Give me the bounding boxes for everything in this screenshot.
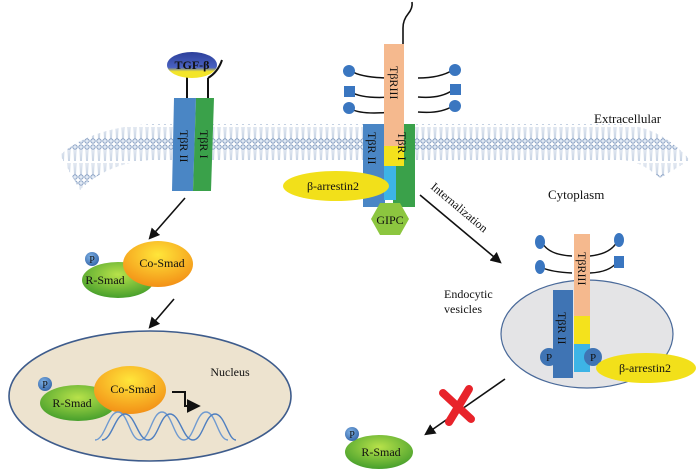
blocked-phosphate-group [345,427,359,441]
vesicle-glycan-square [614,256,624,268]
vesicle-cyan-segment [574,344,590,372]
tbr3-cyan-segment [384,166,396,200]
tbr3-receptor [384,44,404,146]
glycan-circle [343,102,355,114]
blocked-phosphate-label: P [349,430,355,441]
vesicle-phosphate-left [540,348,558,366]
tgf-beta-ligand [167,52,217,78]
nuclear-co-smad-label: Co-Smad [110,382,155,396]
r-smad-label: R-Smad [85,273,124,287]
nuclear-r-smad-label: R-Smad [52,396,91,410]
vesicle-beta-arrestin2 [596,353,696,383]
phosphate-label: P [89,255,95,266]
extracellular-label: Extracellular [594,111,662,126]
nuclear-translocation-arrow [148,298,175,329]
vesicle-tbr2-label: TβR II [555,312,569,344]
tgf-beta-receptor-complex: TGF-β TβR II TβR I [167,52,223,191]
gipc-label: GIPC [376,213,403,227]
vesicle-tbr3 [574,234,590,336]
vesicle-phosphate-right-label: P [590,352,596,364]
tbr3-extracellular-tail [402,1,413,40]
beta-arrestin2-label: β-arrestin2 [307,179,359,193]
blocked-r-smad [345,435,413,469]
transcription-start-arrow [172,391,201,413]
phosphate-group [85,252,99,266]
dna-strand-2 [101,413,237,441]
glycan-circle [449,64,461,76]
nuclear-co-smad [94,366,166,414]
vesicle-beta-arrestin2-label: β-arrestin2 [619,361,671,375]
smad-complex-cytoplasm: R-Smad Co-Smad P [82,241,193,298]
inhibition-x-icon [439,385,475,426]
tbr3-yellow-segment [384,146,404,166]
tbr2-label-b: TβR II [365,132,379,164]
beta-arrestin2 [283,171,389,201]
glycan-square [450,84,461,95]
dna-strand-1 [94,411,229,441]
signaling-arrow [148,197,186,240]
tbr1-label-b: TβR I [395,132,409,160]
glycan-circle [343,65,355,77]
vesicle-glycan-circle [535,235,545,249]
tbr2-receptor [172,98,196,191]
endocytic-label-line1: Endocytic [444,287,493,301]
glycan-circle [449,100,461,112]
glycosaminoglycan-chains [343,64,461,114]
tbr2-label: TβR II [177,130,191,162]
glycan-square [344,86,355,97]
vesicle-tbr3-label: TβRIII [575,252,589,285]
tgf-beta-label: TGF-β [175,58,210,72]
internalization-label: Internalization [428,180,491,236]
membrane-right-curve [620,124,690,178]
co-smad [123,241,193,287]
blocked-r-smad-label: R-Smad [361,445,400,459]
endocytic-label-line2: vesicles [444,302,482,316]
tbr1-label: TβR I [197,130,211,158]
gipc [371,203,409,235]
nucleus: Nucleus R-Smad Co-Smad P [8,330,292,462]
internalization-arrow [419,194,502,264]
membrane-left-curve [60,124,150,190]
endocytic-vesicle: Endocytic vesicles TβRIII TβR II P P β-a… [444,233,696,389]
vesicle-glycan-circle [535,260,545,274]
tbr1-receptor [193,98,214,191]
nuclear-phosphate-group [38,377,52,391]
vesicle-phosphate-left-label: P [546,352,552,364]
tbr3-receptor-complex: TβRIII TβR II TβR I β-arrestin2 GIPC [283,1,461,235]
cytoplasm-label: Cytoplasm [548,187,604,202]
tbr3-label: TβRIII [387,66,401,99]
ligand-tether-curve [207,59,223,79]
nuclear-phosphate-label: P [42,380,48,391]
nucleus-label: Nucleus [210,365,250,379]
vesicle-tbr2 [553,290,573,378]
vesicle-phosphate-right [584,348,602,366]
blocked-signaling-arrow [424,378,506,436]
vesicle-yellow-segment [574,316,590,344]
vesicle-glycan-circle [614,233,624,247]
co-smad-label: Co-Smad [139,256,184,270]
